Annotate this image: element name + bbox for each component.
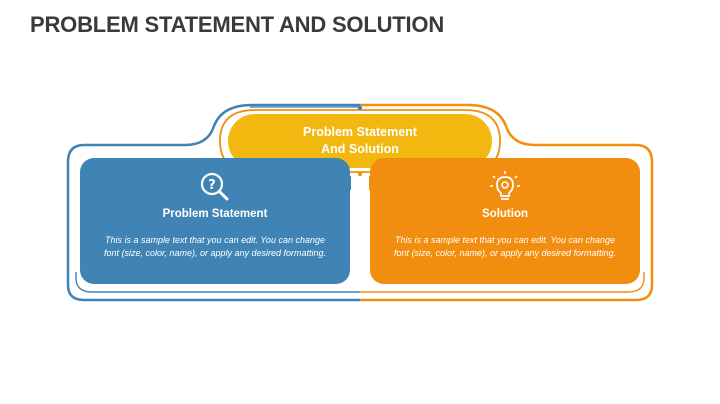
center-label-line2: And Solution [321, 142, 399, 156]
problem-statement-text: This is a sample text that you can edit.… [103, 235, 327, 258]
page-title: PROBLEM STATEMENT AND SOLUTION [30, 12, 445, 37]
solution-heading: Solution [482, 208, 528, 220]
svg-text:?: ? [208, 178, 216, 193]
solution-box: Solution This is a sample text that you … [370, 158, 640, 284]
lightbulb-gear-icon [488, 170, 522, 209]
problem-statement-box: ? Problem Statement This is a sample tex… [80, 158, 350, 284]
solution-text: This is a sample text that you can edit.… [393, 235, 617, 258]
problem-statement-heading: Problem Statement [162, 208, 268, 220]
center-pill: Problem Statement And Solution [228, 114, 492, 168]
center-label-line1: Problem Statement [303, 125, 417, 139]
question-magnifier-icon: ? [198, 170, 232, 209]
